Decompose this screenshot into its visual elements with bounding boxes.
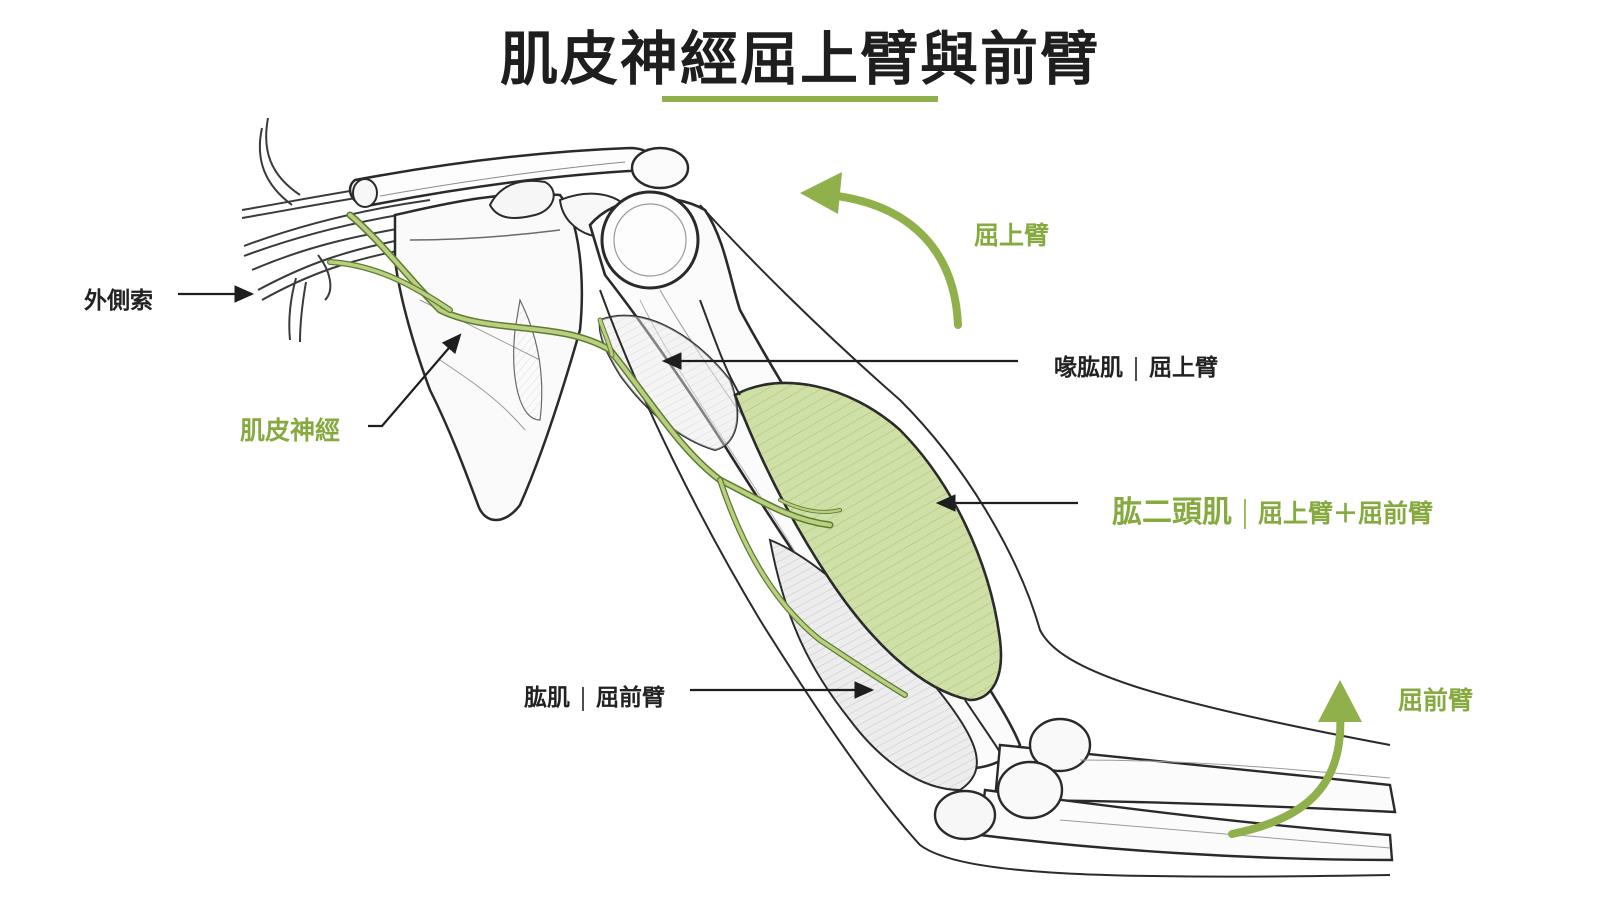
curved-arrow-icon <box>800 172 962 329</box>
label-lateral-cord: 外側索 <box>84 288 153 314</box>
pointer-lines <box>178 285 1078 699</box>
biceps-action: 屈上臂＋屈前臂 <box>1258 499 1434 528</box>
label-coracobrachialis: 喙肱肌屈上臂 <box>1054 348 1218 382</box>
deep-muscles <box>598 314 978 792</box>
coracobrachialis-action: 屈上臂 <box>1149 355 1218 381</box>
coracobrachialis-name: 喙肱肌 <box>1054 355 1123 381</box>
page-title: 肌皮神經屈上臂與前臂 <box>499 25 1100 93</box>
biceps-muscle <box>699 299 1011 771</box>
scapula <box>393 179 627 522</box>
musculocutaneous-nerve <box>327 211 908 698</box>
brachial-plexus-cords <box>241 117 431 343</box>
brachialis-name: 肱肌 <box>524 685 570 711</box>
title-underline <box>662 96 938 102</box>
clavicle <box>348 146 690 208</box>
label-flex-forearm: 屈前臂 <box>1398 686 1474 715</box>
label-separator <box>582 686 584 711</box>
label-flex-arm: 屈上臂 <box>974 221 1050 250</box>
brachialis-action: 屈前臂 <box>596 685 665 711</box>
arm-contour <box>599 204 1391 878</box>
biceps-name: 肱二頭肌 <box>1112 495 1232 530</box>
forearm-bones <box>933 717 1397 862</box>
label-musculocutaneous-nerve: 肌皮神經 <box>240 416 341 445</box>
label-separator <box>1135 356 1137 381</box>
pointer-mcn <box>368 333 462 428</box>
label-separator <box>1244 498 1246 529</box>
label-brachialis: 肱肌屈前臂 <box>524 678 665 712</box>
label-biceps: 肱二頭肌屈上臂＋屈前臂 <box>1112 487 1433 531</box>
curved-arrow-icon <box>1228 680 1362 838</box>
